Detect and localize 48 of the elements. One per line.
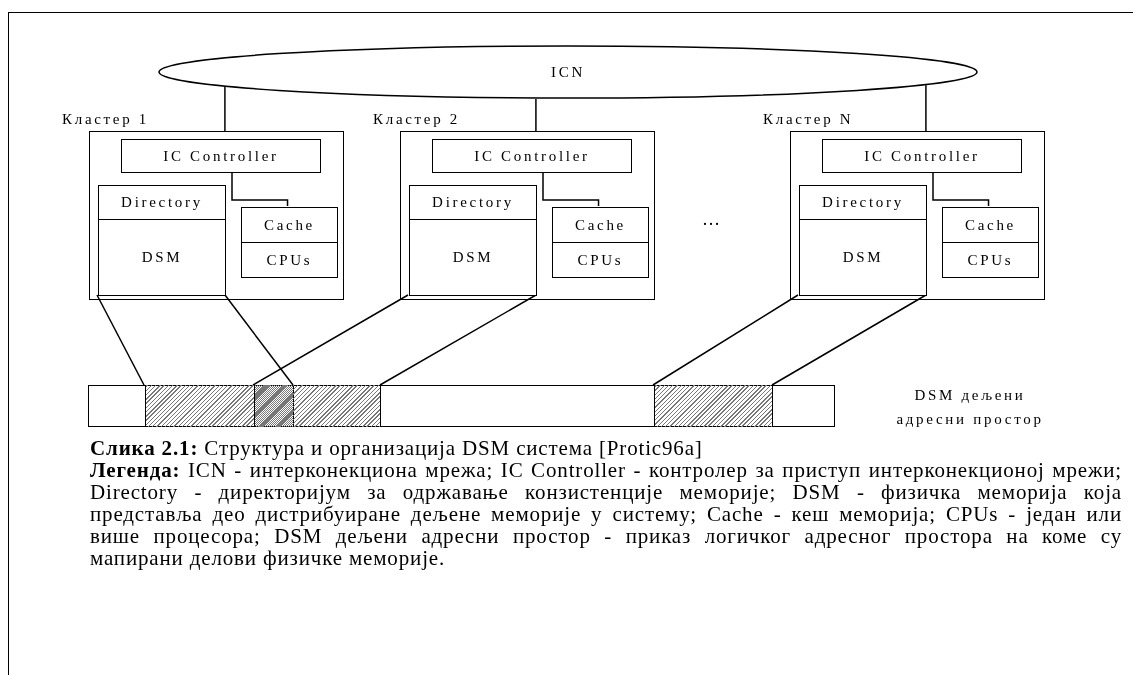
hatched-segment [254, 384, 381, 427]
figure-caption: Слика 2.1: Структура и организација DSM система [Protic96a] [90, 437, 704, 459]
box-section-label: DSM [140, 248, 184, 268]
memory-box [409, 185, 537, 296]
address-space-label: DSM дељени адресни простор [895, 386, 1045, 429]
cluster-label: Кластер 2 [373, 110, 461, 129]
controller-box [121, 139, 321, 173]
box-section-label: Cache [553, 208, 648, 243]
network-label: ICN [551, 62, 585, 82]
connector-line [224, 294, 294, 386]
connector-line [96, 294, 145, 386]
controller-box [432, 139, 632, 173]
address-space-bar [88, 385, 835, 427]
box-section-label: CPUs [966, 250, 1015, 270]
box-section-label: CPUs [576, 250, 625, 270]
memory-box [552, 207, 649, 278]
ellipsis: … [702, 208, 724, 231]
connector-line [652, 294, 799, 386]
controller-label: IC Controller [474, 146, 590, 166]
memory-box [942, 207, 1039, 278]
connector-line [252, 294, 409, 386]
connector-line [932, 171, 990, 207]
hatched-segment [654, 384, 773, 427]
legend-paragraph: Легенда: ICN - интерконекциона мрежа; IC Controller - контролер за приступ интерконекционој мрежи; Directory - директоријум за одржавање конзистенције меморије; DSM - физичка меморија која представља део дистрибуиране дељене меморије у систему; Cache - кеш меморија; CPUs - један или више процесора; DSM дељени адресни простор - приказ логичког адресног простора на коме су мапирани делови физичке меморије. [90, 459, 1122, 569]
box-section-label: Directory [99, 186, 225, 220]
connector-line [771, 294, 927, 386]
memory-box [98, 185, 226, 296]
box-section-label: CPUs [265, 250, 314, 270]
connector-line [535, 98, 537, 132]
controller-label: IC Controller [864, 146, 980, 166]
box-section-label: Directory [410, 186, 536, 220]
network-ellipse [158, 45, 978, 99]
connector-line [231, 171, 289, 207]
box-section-label: DSM [451, 248, 495, 268]
controller-label: IC Controller [163, 146, 279, 166]
cluster-label: Кластер 1 [62, 110, 150, 129]
connector-line [925, 84, 927, 132]
memory-box [799, 185, 927, 296]
box-section-label: DSM [841, 248, 885, 268]
box-section-label: Cache [242, 208, 337, 243]
memory-box [241, 207, 338, 278]
box-section-label: Cache [943, 208, 1038, 243]
controller-box [822, 139, 1022, 173]
cluster-label: Кластер N [763, 110, 854, 129]
connector-line [542, 171, 600, 207]
box-section-label: Directory [800, 186, 926, 220]
connector-line [379, 294, 537, 386]
connector-line [224, 86, 226, 132]
